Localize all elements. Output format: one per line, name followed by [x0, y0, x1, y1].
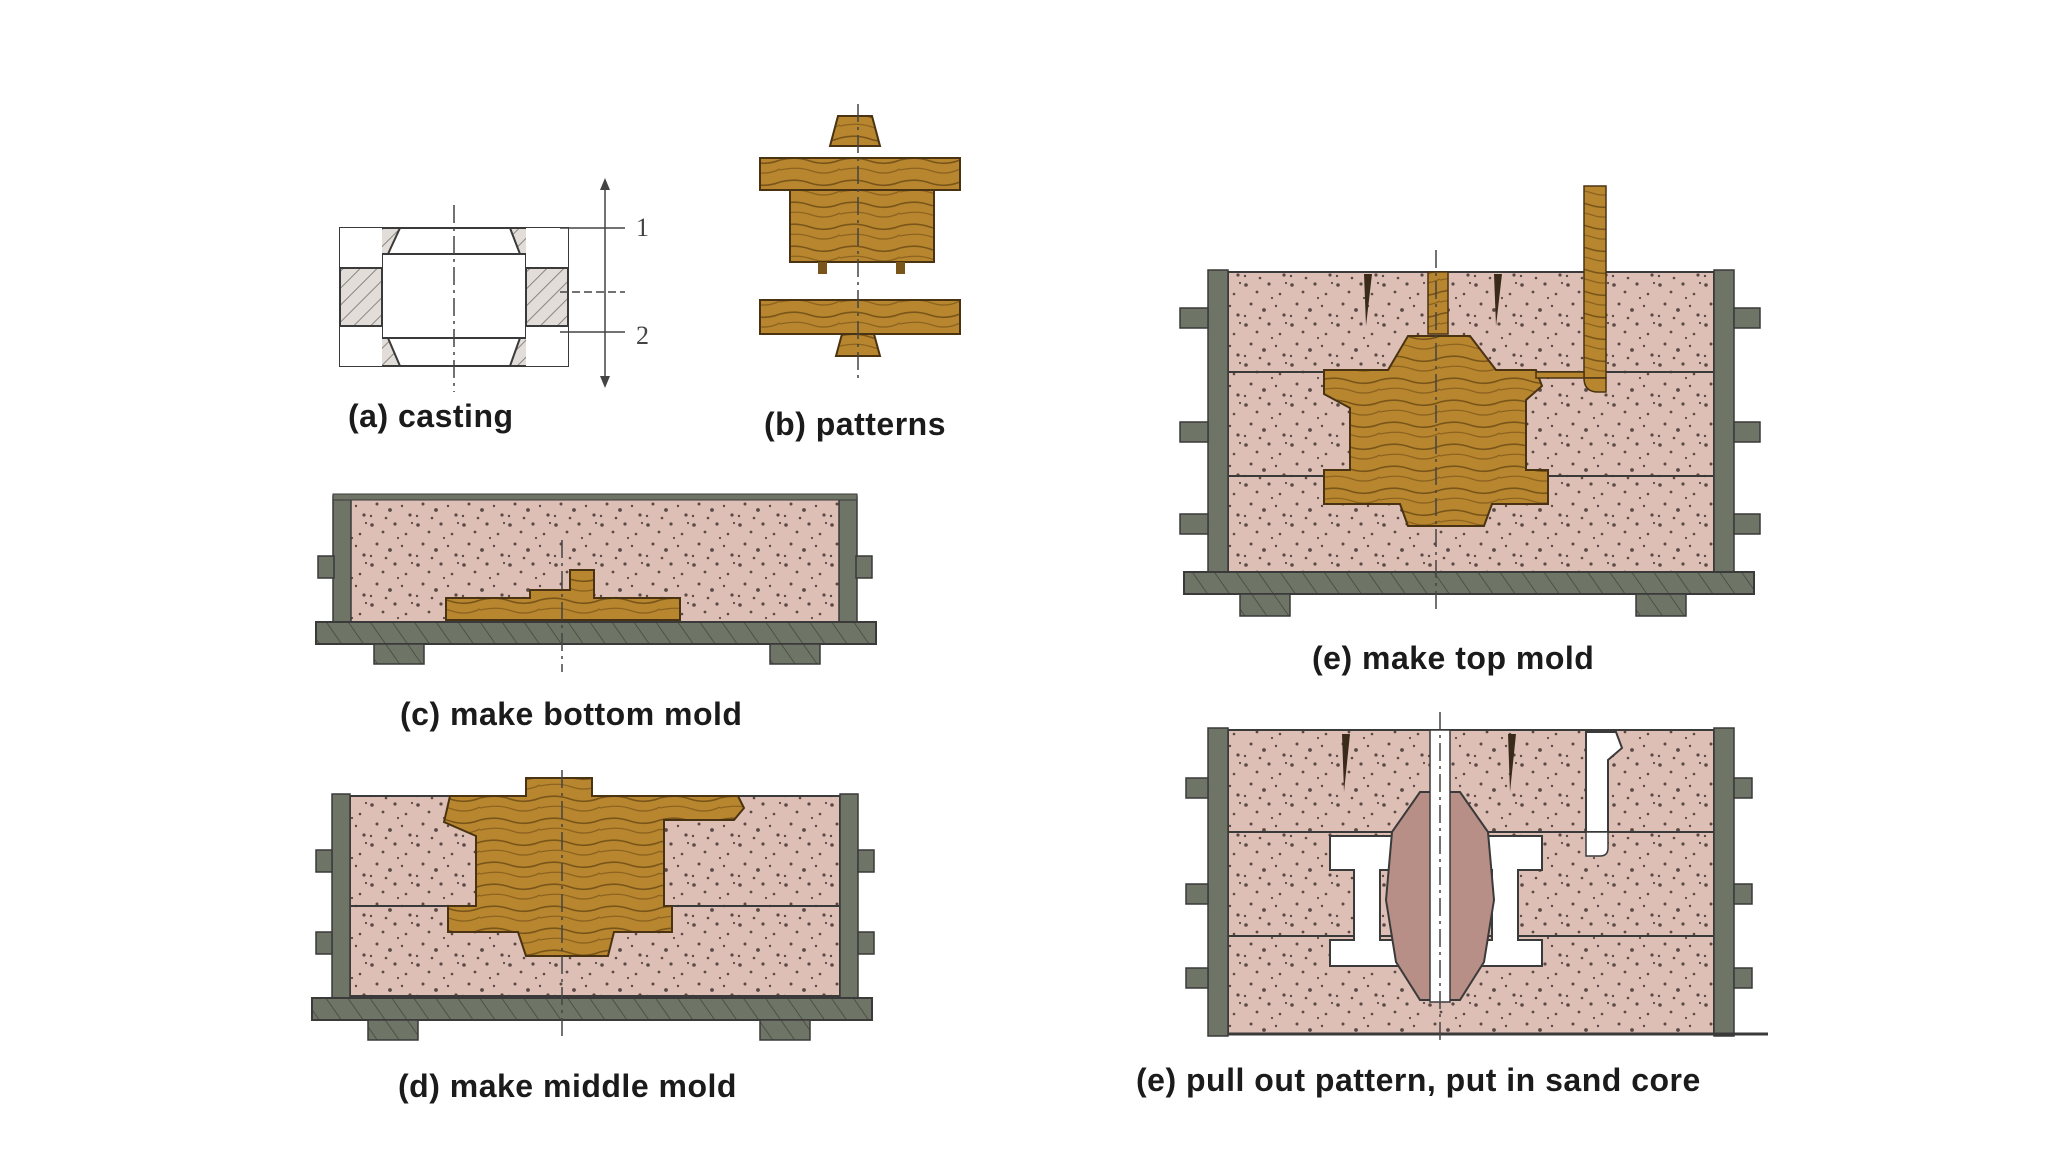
caption-sand-core: (e) pull out pattern, put in sand core	[1136, 1062, 1701, 1098]
pattern-pieces	[759, 104, 961, 378]
bottom-mold	[315, 493, 877, 672]
caption-top-mold: (e) make top mold	[1312, 640, 1595, 676]
caption-casting: (a) casting	[348, 398, 514, 434]
caption-patterns: (b) patterns	[764, 406, 946, 442]
caption-bottom-mold: (c) make bottom mold	[400, 696, 743, 732]
top-mold	[1179, 185, 1761, 617]
dimension-label-2: 2	[636, 321, 649, 350]
caption-middle-mold: (d) make middle mold	[398, 1068, 737, 1104]
middle-mold	[311, 770, 875, 1041]
finished-mold-with-core	[1185, 712, 1768, 1040]
dimension-label-1: 1	[636, 213, 649, 242]
casting-section	[339, 178, 625, 392]
